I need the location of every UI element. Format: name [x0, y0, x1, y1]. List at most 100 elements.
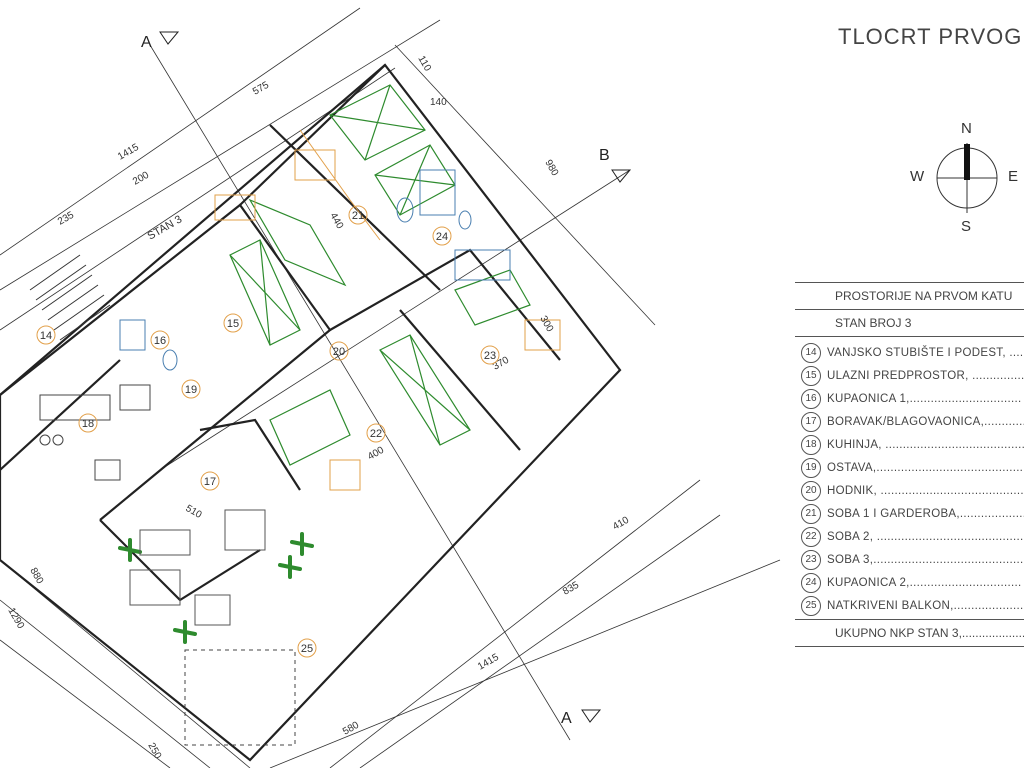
legend-room-name: KUPAONICA 2,............................… [827, 576, 1022, 589]
dimension-410: 410 [611, 515, 631, 533]
dimension-labels: 575 1415 200 235 110 980 140 440 370 300… [5, 54, 631, 761]
legend-room-name: HODNIK, ................................… [827, 484, 1024, 497]
section-mark-a-bottom: A [561, 710, 572, 727]
legend-room-name: BORAVAK/BLAGOVAONICA,............ [827, 415, 1024, 428]
stair [29, 254, 111, 341]
section-mark-b: B [599, 147, 610, 164]
dimension-1415-bottom: 1415 [476, 652, 501, 673]
legend-room-number: 15 [801, 365, 821, 386]
living-furniture [129, 509, 266, 626]
legend-room-name: ULAZNI PREDPROSTOR, ................ [827, 369, 1024, 382]
room-marker-17: 17 [200, 471, 220, 491]
compass-south: S [961, 218, 972, 235]
dimension-510: 510 [184, 503, 204, 521]
plants [118, 532, 314, 644]
legend-row: 16 KUPAONICA 1,..........................… [795, 387, 1024, 410]
bathroom-fixtures [119, 169, 511, 371]
compass-icon [936, 143, 998, 213]
dimension-1290: 1290 [5, 606, 26, 631]
svg-text:20: 20 [333, 346, 345, 358]
kitchen-counter [39, 384, 151, 481]
floor-plan-drawing: 575 1415 200 235 110 980 140 440 370 300… [0, 7, 781, 768]
compass-north: N [961, 120, 972, 137]
room-marker-18: 18 [78, 413, 98, 433]
legend-room-number: 19 [801, 457, 821, 478]
section-mark-a-top: A [141, 34, 152, 51]
dimension-400: 400 [366, 445, 386, 463]
legend-room-name: SOBA 3,.................................… [827, 553, 1024, 566]
legend-room-name: SOBA 1 I GARDEROBA,................... [827, 507, 1024, 520]
legend-room-name: KUPAONICA 1,............................… [827, 392, 1022, 405]
legend-header: PROSTORIJE NA PRVOM KATU [795, 282, 1024, 310]
svg-text:19: 19 [185, 384, 197, 396]
svg-text:18: 18 [82, 418, 94, 430]
furniture-desks [214, 129, 561, 491]
legend-row: 17 BORAVAK/BLAGOVAONICA,............ [795, 410, 1024, 433]
dimension-300: 300 [537, 314, 555, 334]
room-marker-16: 16 [150, 330, 170, 350]
balcony-hatch [184, 649, 296, 746]
dimension-lines [0, 7, 781, 768]
walls [0, 63, 622, 762]
svg-text:25: 25 [301, 643, 313, 655]
apartment-tag: STAN 3 [146, 213, 185, 242]
dimension-110: 110 [415, 54, 433, 74]
svg-text:21: 21 [352, 210, 364, 222]
legend-room-number: 22 [801, 526, 821, 547]
dimension-835: 835 [561, 580, 581, 598]
room-marker-25: 25 [297, 638, 317, 658]
dimension-235: 235 [56, 210, 76, 228]
room-marker-24: 24 [432, 226, 452, 246]
legend-row: 20 HODNIK, ..............................… [795, 479, 1024, 502]
dimension-580: 580 [341, 720, 361, 738]
legend-row: 19 OSTAVA,...............................… [795, 456, 1024, 479]
room-marker-15: 15 [223, 313, 243, 333]
legend-room-number: 23 [801, 549, 821, 570]
room-legend: PROSTORIJE NA PRVOM KATU STAN BROJ 3 14 V… [795, 282, 1024, 647]
compass-east: E [1008, 168, 1019, 185]
dimension-200: 200 [131, 170, 151, 188]
room-marker-19: 19 [181, 379, 201, 399]
svg-text:24: 24 [436, 231, 448, 243]
legend-room-number: 14 [801, 342, 821, 363]
legend-room-number: 16 [801, 388, 821, 409]
dimension-140: 140 [430, 97, 447, 108]
legend-room-number: 20 [801, 480, 821, 501]
room-marker-22: 22 [366, 423, 386, 443]
legend-total: UKUPNO NKP STAN 3,......................… [795, 619, 1024, 647]
legend-row: 24 KUPAONICA 2,..........................… [795, 571, 1024, 594]
room-marker-20: 20 [329, 341, 349, 361]
compass-west: W [910, 168, 925, 185]
legend-room-number: 24 [801, 572, 821, 593]
legend-rows: 14 VANJSKO STUBIŠTE I PODEST, ........ 15… [795, 337, 1024, 617]
svg-text:17: 17 [204, 476, 216, 488]
svg-text:14: 14 [40, 330, 52, 342]
svg-text:22: 22 [370, 428, 382, 440]
legend-room-number: 21 [801, 503, 821, 524]
legend-row: 15 ULAZNI PREDPROSTOR, ................ [795, 364, 1024, 387]
legend-row: 25 NATKRIVENI BALKON,....................… [795, 594, 1024, 617]
legend-room-name: KUHINJA, ...............................… [827, 438, 1024, 451]
legend-room-name: SOBA 2, ................................… [827, 530, 1024, 543]
compass: N S E W [900, 118, 1020, 238]
legend-row: 14 VANJSKO STUBIŠTE I PODEST, ........ [795, 341, 1024, 364]
room-number-markers: 14 15 16 17 18 19 20 21 22 23 24 25 [36, 205, 500, 658]
room-marker-21: 21 [348, 205, 368, 225]
dimension-250: 250 [145, 741, 163, 761]
legend-room-name: OSTAVA,.................................… [827, 461, 1024, 474]
svg-text:16: 16 [154, 335, 166, 347]
legend-apartment: STAN BROJ 3 [795, 310, 1024, 337]
legend-room-name: VANJSKO STUBIŠTE I PODEST, ........ [827, 346, 1024, 359]
legend-room-number: 25 [801, 595, 821, 616]
dimension-980: 980 [542, 158, 560, 178]
dimension-440: 440 [327, 211, 345, 231]
svg-text:15: 15 [227, 318, 239, 330]
room-marker-14: 14 [36, 325, 56, 345]
svg-text:23: 23 [484, 350, 496, 362]
dimension-1415-top: 1415 [116, 142, 141, 163]
section-arrows [159, 31, 632, 723]
legend-row: 23 SOBA 3,...............................… [795, 548, 1024, 571]
legend-row: 21 SOBA 1 I GARDEROBA,................... [795, 502, 1024, 525]
legend-room-name: NATKRIVENI BALKON,...................... [827, 599, 1024, 612]
legend-room-number: 17 [801, 411, 821, 432]
